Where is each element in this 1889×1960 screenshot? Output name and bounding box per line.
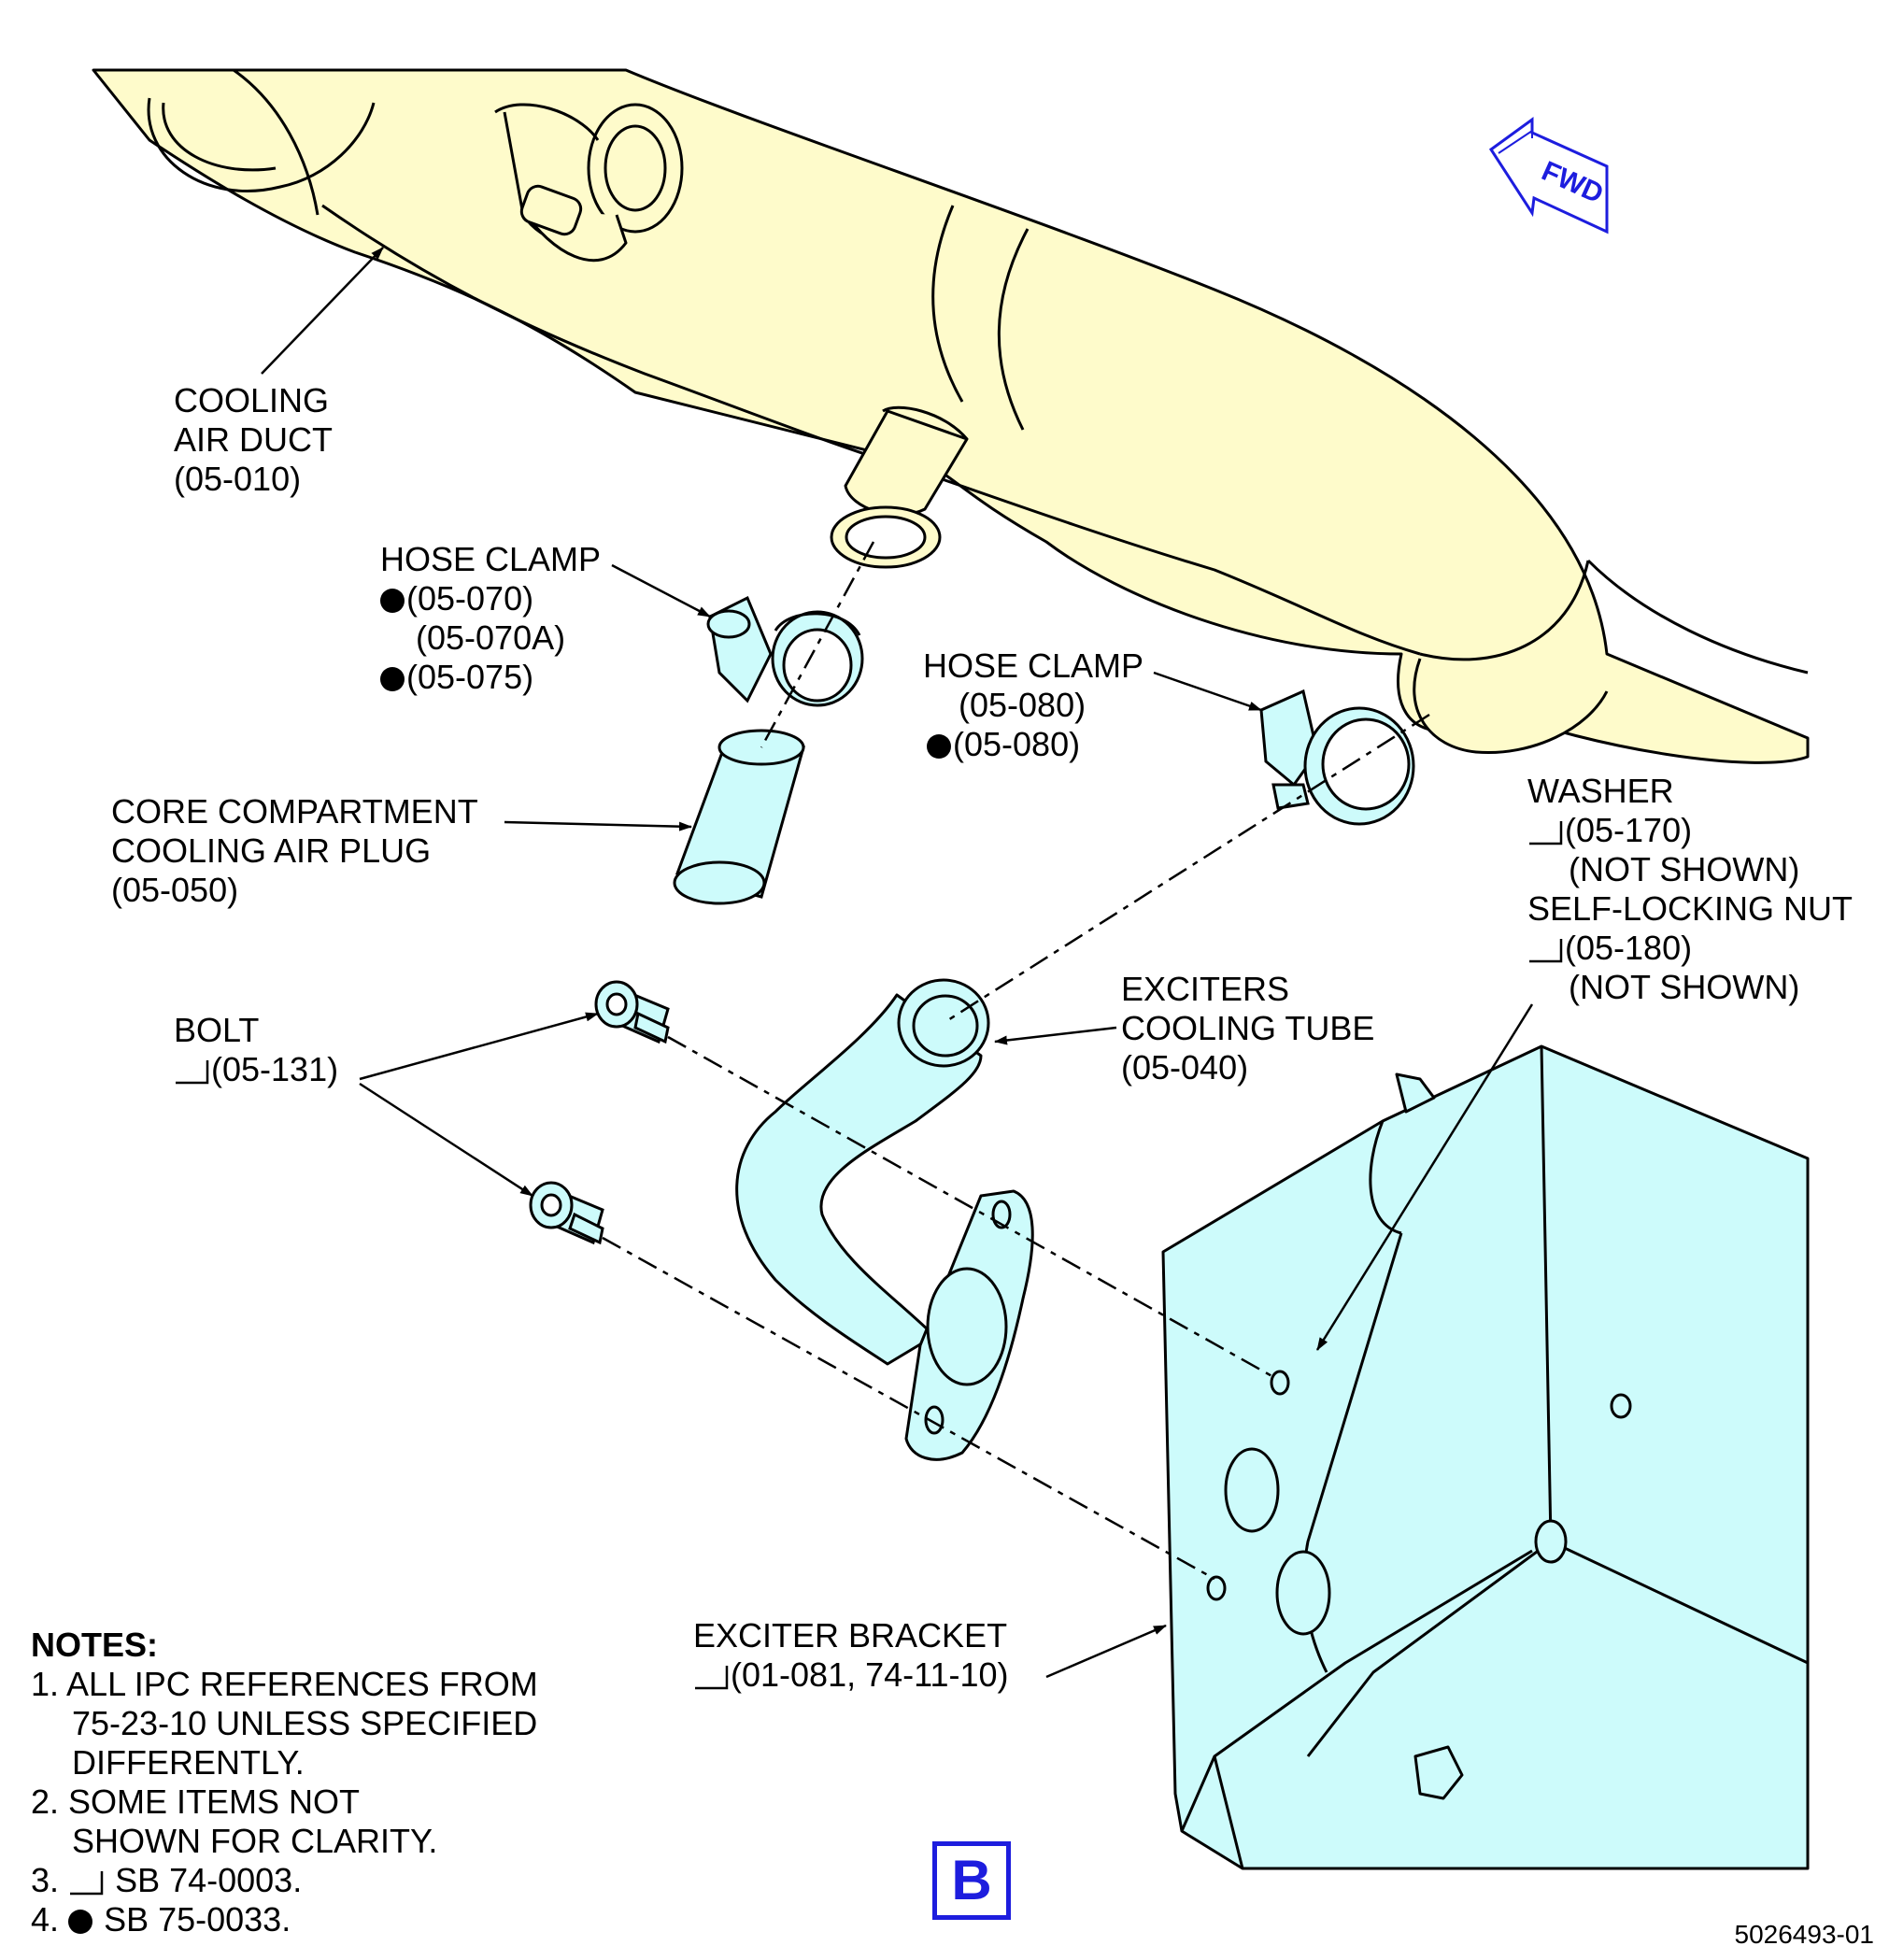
callout-ref: (05-070) xyxy=(406,579,534,618)
exciter-bracket xyxy=(1161,1044,1810,1870)
callout-line: CORE COMPARTMENT xyxy=(111,792,478,831)
callout-ref: (01-081, 74-11-10) xyxy=(731,1655,1009,1694)
exciters-cooling-tube xyxy=(735,978,1034,1461)
cooling-air-duct xyxy=(92,68,1810,764)
callout-note: (NOT SHOWN) xyxy=(1569,850,1800,888)
callout-title: WASHER xyxy=(1527,772,1674,810)
callout-line: (05-050) xyxy=(111,871,239,909)
callout-line: COOLING xyxy=(174,381,330,419)
callout-line: COOLING TUBE xyxy=(1121,1009,1375,1047)
callout-exciter-bracket: EXCITER BRACKET (01-081, 74-11-10) xyxy=(693,1616,1009,1695)
callout-note: (NOT SHOWN) xyxy=(1569,968,1800,1006)
sb-74-0003-triangle-icon xyxy=(1527,819,1565,845)
note-number: 4. xyxy=(31,1900,60,1939)
note-line: DIFFERENTLY. xyxy=(72,1743,305,1782)
sb-74-0003-triangle-icon xyxy=(68,1869,106,1896)
core-compartment-plug xyxy=(673,729,805,905)
callout-title: HOSE CLAMP xyxy=(380,540,602,578)
notes-heading: NOTES: xyxy=(31,1626,159,1664)
sb-75-0033-dot-icon xyxy=(927,734,951,759)
callout-title: EXCITER BRACKET xyxy=(693,1616,1008,1655)
callout-title: BOLT xyxy=(174,1011,260,1049)
fwd-arrow-icon: FWD xyxy=(1488,117,1609,234)
sb-74-0003-triangle-icon xyxy=(1527,937,1565,963)
callout-ref: (05-080) xyxy=(959,686,1087,724)
callout-cooling-air-duct: COOLING AIR DUCT (05-010) xyxy=(174,381,333,499)
sb-75-0033-dot-icon xyxy=(380,589,405,613)
note-line: 1. ALL IPC REFERENCES FROM xyxy=(31,1665,538,1703)
note-line: SB 74-0003. xyxy=(115,1861,303,1899)
callout-hose-clamp-upper: HOSE CLAMP (05-070) (05-070A) (05-075) xyxy=(380,540,601,697)
notes-block: NOTES: 1. ALL IPC REFERENCES FROM 75-23-… xyxy=(31,1626,538,1939)
callout-title: SELF-LOCKING NUT xyxy=(1527,889,1853,928)
hose-clamp-lower xyxy=(1259,689,1415,826)
sb-74-0003-triangle-icon xyxy=(174,1058,211,1085)
sb-75-0033-dot-icon xyxy=(68,1910,93,1934)
callout-title: HOSE CLAMP xyxy=(923,646,1144,685)
sb-74-0003-triangle-icon xyxy=(693,1664,731,1690)
note-line: SB 75-0033. xyxy=(104,1900,291,1939)
figure-number: 5026493-01 xyxy=(1734,1920,1874,1949)
callout-line: AIR DUCT xyxy=(174,420,333,459)
callout-core-compartment-plug: CORE COMPARTMENT COOLING AIR PLUG (05-05… xyxy=(111,792,478,910)
note-line: 2. SOME ITEMS NOT xyxy=(31,1782,361,1821)
callout-line: (05-040) xyxy=(1121,1048,1249,1087)
callout-ref: (05-080) xyxy=(953,725,1081,763)
sb-75-0033-dot-icon xyxy=(380,667,405,691)
callout-ref: (05-131) xyxy=(211,1050,339,1088)
callout-line: EXCITERS xyxy=(1121,970,1290,1008)
callout-line: (05-010) xyxy=(174,460,302,498)
callout-ref: (05-180) xyxy=(1565,929,1693,967)
bolt-lower xyxy=(529,1181,604,1245)
callout-washer-nut: WASHER (05-170) (NOT SHOWN) SELF-LOCKING… xyxy=(1527,772,1853,1007)
view-label: B xyxy=(932,1841,1011,1920)
hose-clamp-upper xyxy=(706,595,864,707)
callout-ref: (05-075) xyxy=(406,658,534,696)
alignment-lines xyxy=(602,541,1430,1581)
callout-line: COOLING AIR PLUG xyxy=(111,831,432,870)
callout-ref: (05-070A) xyxy=(416,618,566,657)
note-line: SHOWN FOR CLARITY. xyxy=(72,1822,438,1860)
leader-lines xyxy=(261,247,1534,1679)
note-line: 75-23-10 UNLESS SPECIFIED xyxy=(72,1704,538,1742)
note-number: 3. xyxy=(31,1861,60,1899)
bolt-upper xyxy=(594,980,670,1044)
callout-hose-clamp-lower: HOSE CLAMP (05-080) (05-080) xyxy=(923,646,1143,764)
callout-bolt: BOLT (05-131) xyxy=(174,1011,338,1089)
callout-exciters-cooling-tube: EXCITERS COOLING TUBE (05-040) xyxy=(1121,970,1374,1087)
callout-ref: (05-170) xyxy=(1565,811,1693,849)
